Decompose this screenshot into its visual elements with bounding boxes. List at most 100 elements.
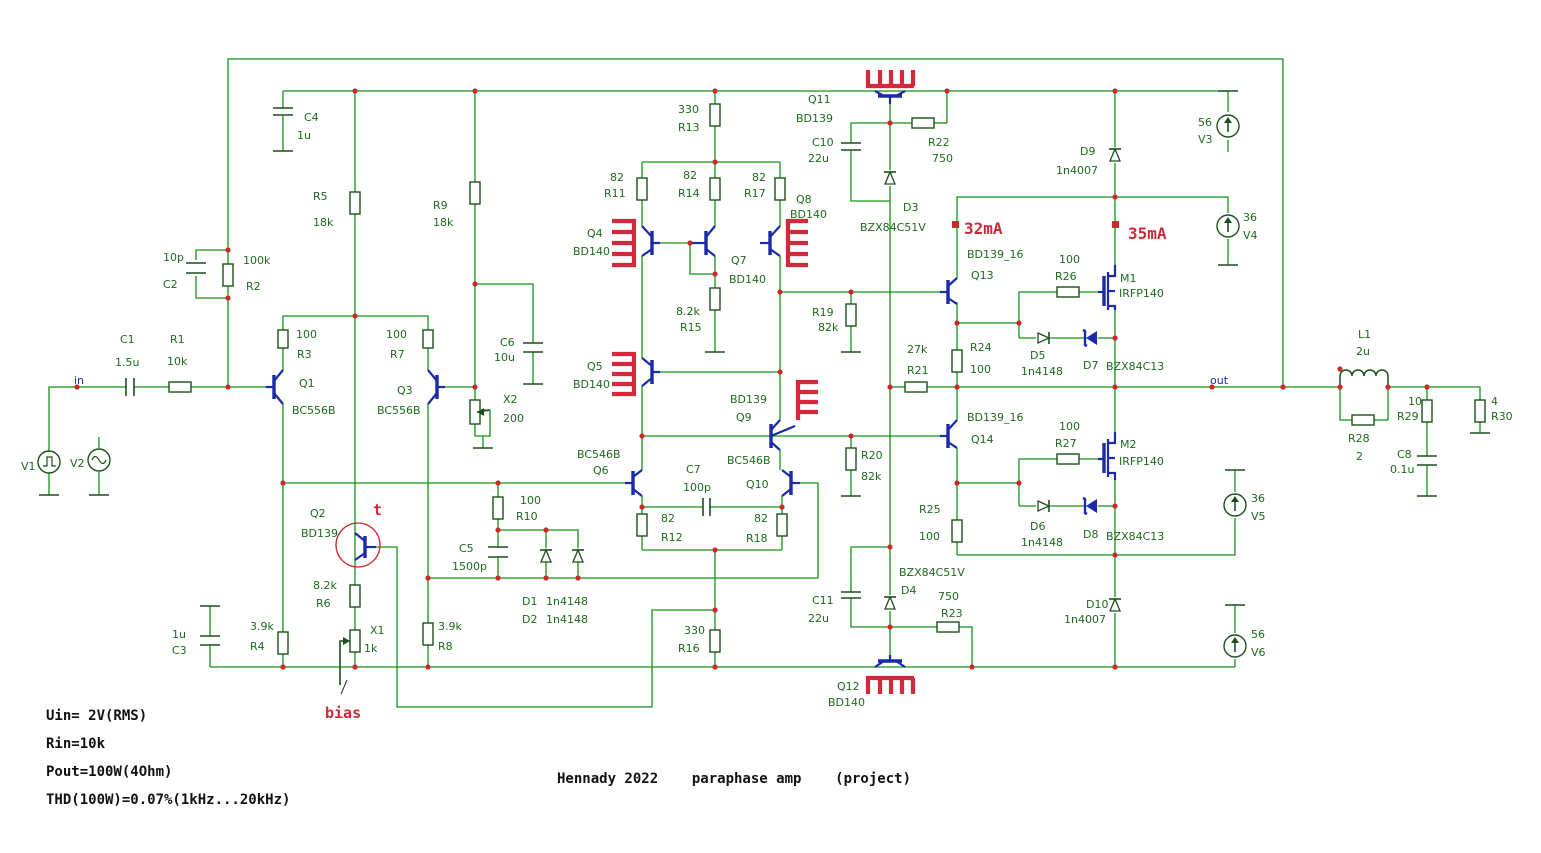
label: 8.2k [676,305,700,318]
label: V4 [1243,229,1258,242]
label: Q12 [837,680,860,693]
label: 100 [296,328,317,341]
bias-annotation: bias [325,704,361,722]
label: 56 [1251,628,1265,641]
label: 36 [1251,492,1265,505]
label: R6 [316,597,331,610]
label: D7 [1083,359,1098,372]
label: D2 [522,613,537,626]
inductor-l1 [1339,369,1389,387]
label: R20 [861,449,883,462]
label: Q13 [971,269,994,282]
label: 36 [1243,211,1257,224]
label: R21 [907,364,929,377]
schematic-title: Hennady 2022 paraphase amp (project) [557,771,912,787]
label: Q1 [299,377,315,390]
label: R27 [1055,437,1077,450]
net-label-in: in [74,374,84,387]
label: BZX84C13 [1106,360,1164,373]
label: 1.5u [115,356,139,369]
label: Q5 [587,360,603,373]
label: 1k [364,642,378,655]
label: 10k [167,355,188,368]
label: 56 [1198,116,1212,129]
label: BZX84C51V [899,566,965,579]
label: V3 [1198,133,1213,146]
label: C5 [459,542,474,555]
label: L1 [1358,328,1371,341]
probe-marker-q13 [952,221,959,228]
spec-thd: THD(100W)=0.07%(1kHz...20kHz) [46,792,291,808]
label: R25 [919,503,941,516]
label: Q9 [736,411,752,424]
label: 22u [808,152,829,165]
label: R1 [170,333,185,346]
label: 82 [661,512,675,525]
label: 82 [610,171,624,184]
label: BD139 [796,112,833,125]
label: C8 [1397,448,1412,461]
label: Q3 [397,384,413,397]
label: 1n4007 [1064,613,1106,626]
label: 10 [1408,395,1422,408]
label: 100k [243,254,271,267]
label: D4 [901,584,916,597]
label: R24 [970,341,992,354]
label: BD139_16 [967,411,1024,424]
current-annotation-m1: 35mA [1128,224,1167,243]
label: 18k [433,216,454,229]
label: D5 [1030,349,1045,362]
label: D10 [1086,598,1108,611]
label: 100 [520,494,541,507]
label: V2 [70,457,85,470]
label: IRFP140 [1119,287,1164,300]
label: 1n4148 [546,595,588,608]
label: C7 [686,463,701,476]
label: R28 [1348,432,1370,445]
label: 10p [163,251,184,264]
label: BC556B [292,404,336,417]
junction-dots [74,88,1430,670]
label: R26 [1055,270,1077,283]
label: Q6 [593,464,609,477]
label: R12 [661,531,683,544]
label: Q10 [746,478,769,491]
label: 100 [919,530,940,543]
current-annotation-q13: 32mA [964,219,1003,238]
label: 0.1u [1390,463,1414,476]
label: BD139 [730,393,767,406]
label: 750 [932,152,953,165]
label: 2 [1356,450,1363,463]
label: 1u [297,129,311,142]
label: BZX84C13 [1106,530,1164,543]
label: BC546B [577,448,621,461]
label: R16 [678,642,700,655]
label: 100 [386,328,407,341]
label: C4 [304,111,319,124]
label: V6 [1251,646,1266,659]
label: BC546B [727,454,771,467]
transistors [266,90,1117,668]
label: C1 [120,333,135,346]
label: R15 [680,321,702,334]
label: 4 [1491,395,1498,408]
label: 3.9k [250,620,274,633]
label: R14 [678,187,700,200]
label: BD140 [729,273,766,286]
label: 100 [1059,420,1080,433]
label: Q7 [731,254,747,267]
label: R30 [1491,410,1513,423]
label: C2 [163,278,178,291]
label: Q8 [796,193,812,206]
label: 100p [683,481,711,494]
label: Q11 [808,93,831,106]
bias-pointer [340,679,348,695]
label: V1 [21,460,36,473]
label: BD140 [790,208,827,221]
heatsinks [612,70,916,694]
label: 82k [818,321,839,334]
label: R4 [250,640,265,653]
label: 22u [808,612,829,625]
thermal-annotation: t [373,501,382,519]
